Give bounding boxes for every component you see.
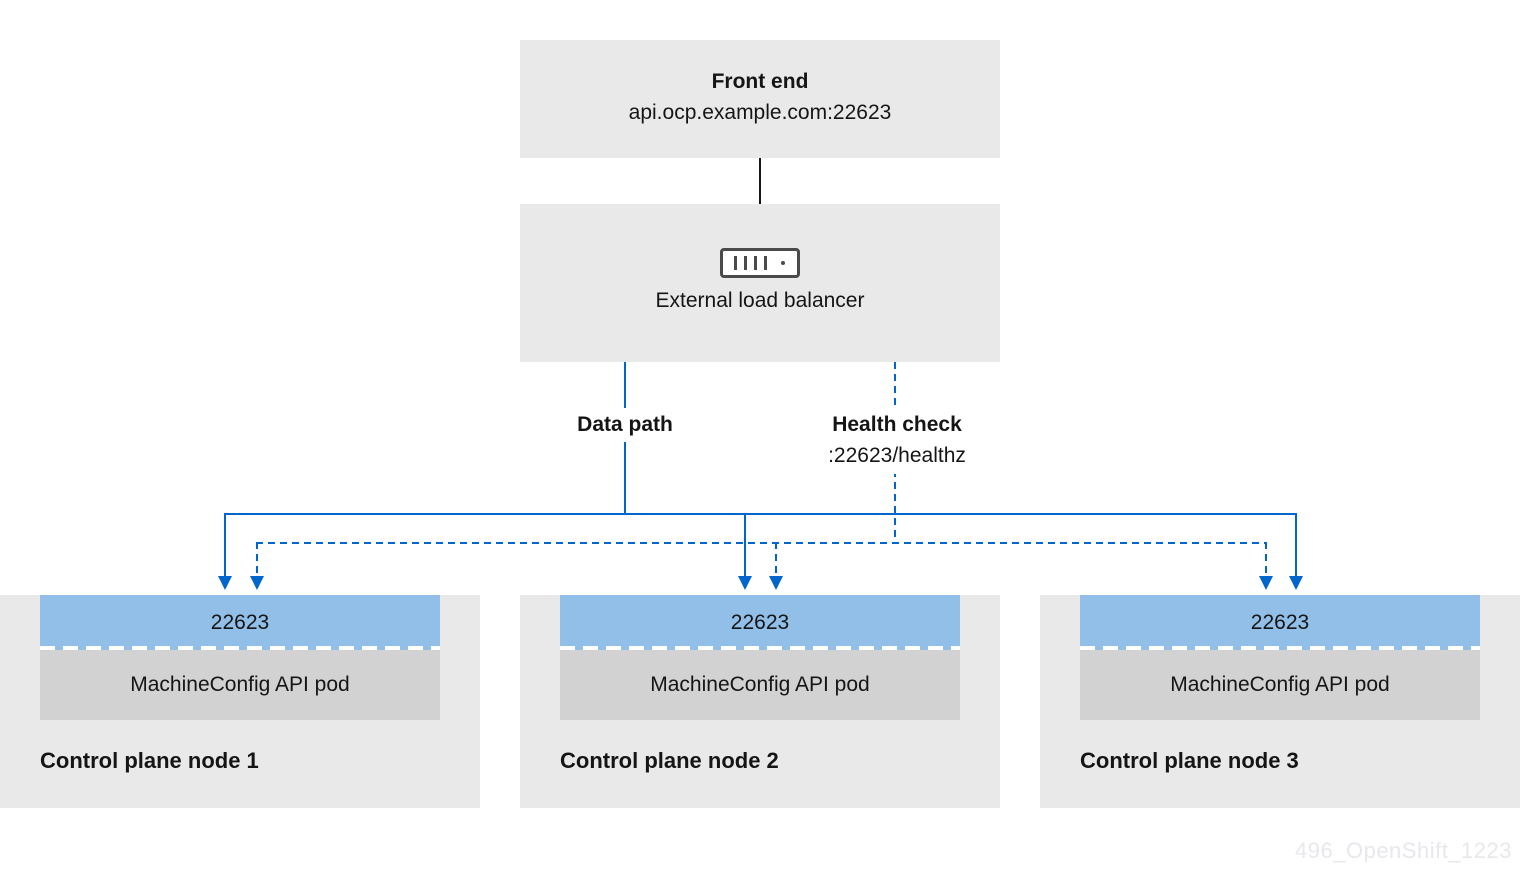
health-check-horizontal <box>256 542 1267 544</box>
data-path-drop-node1 <box>224 513 226 577</box>
front-end-box: Front end api.ocp.example.com:22623 <box>520 40 1000 158</box>
server-icon-slot <box>734 256 737 270</box>
port-pod-separator <box>560 646 960 650</box>
control-plane-node-1: 22623 MachineConfig API pod Control plan… <box>0 595 480 808</box>
health-check-arrow-node3 <box>1259 576 1273 590</box>
load-balancer-label: External load balancer <box>655 289 865 312</box>
health-check-arrow-node2 <box>769 576 783 590</box>
server-icon <box>720 248 800 278</box>
health-check-arrow-node1 <box>250 576 264 590</box>
data-path-label-box: Data path <box>571 408 679 442</box>
port-pod-separator <box>40 646 440 650</box>
port-box: 22623 <box>1080 595 1480 650</box>
data-path-label: Data path <box>577 413 673 436</box>
server-icon-slot <box>764 256 767 270</box>
machineconfig-api-pod: MachineConfig API pod <box>1080 650 1480 720</box>
port-pod-separator <box>1080 646 1480 650</box>
front-end-address: api.ocp.example.com:22623 <box>628 101 892 124</box>
machineconfig-api-pod: MachineConfig API pod <box>40 650 440 720</box>
data-path-drop-node2 <box>744 513 746 577</box>
health-check-label-box: Health check :22623/healthz <box>822 408 972 474</box>
server-icon-slot <box>754 256 757 270</box>
data-path-arrow-node1 <box>218 576 232 590</box>
health-check-drop-node3 <box>1265 542 1267 577</box>
data-path-drop-node3 <box>1295 513 1297 577</box>
health-check-drop-node1 <box>256 542 258 577</box>
port-box: 22623 <box>40 595 440 650</box>
server-icon-slot <box>744 256 747 270</box>
front-end-title: Front end <box>711 70 809 93</box>
front-end-to-lb-connector <box>759 158 761 204</box>
node-label: Control plane node 3 <box>1080 748 1299 773</box>
health-check-endpoint: :22623/healthz <box>828 444 966 467</box>
health-check-drop-node2 <box>775 542 777 577</box>
machineconfig-api-pod: MachineConfig API pod <box>560 650 960 720</box>
port-box: 22623 <box>560 595 960 650</box>
health-check-label: Health check <box>832 413 962 436</box>
watermark: 496_OpenShift_1223 <box>1295 838 1512 863</box>
data-path-arrow-node3 <box>1289 576 1303 590</box>
data-path-arrow-node2 <box>738 576 752 590</box>
data-path-horizontal <box>224 513 1297 515</box>
server-icon-led <box>781 261 785 265</box>
control-plane-node-2: 22623 MachineConfig API pod Control plan… <box>520 595 1000 808</box>
node-label: Control plane node 2 <box>560 748 779 773</box>
load-balancer-box: External load balancer <box>520 204 1000 362</box>
control-plane-node-3: 22623 MachineConfig API pod Control plan… <box>1040 595 1520 808</box>
node-label: Control plane node 1 <box>40 748 259 773</box>
